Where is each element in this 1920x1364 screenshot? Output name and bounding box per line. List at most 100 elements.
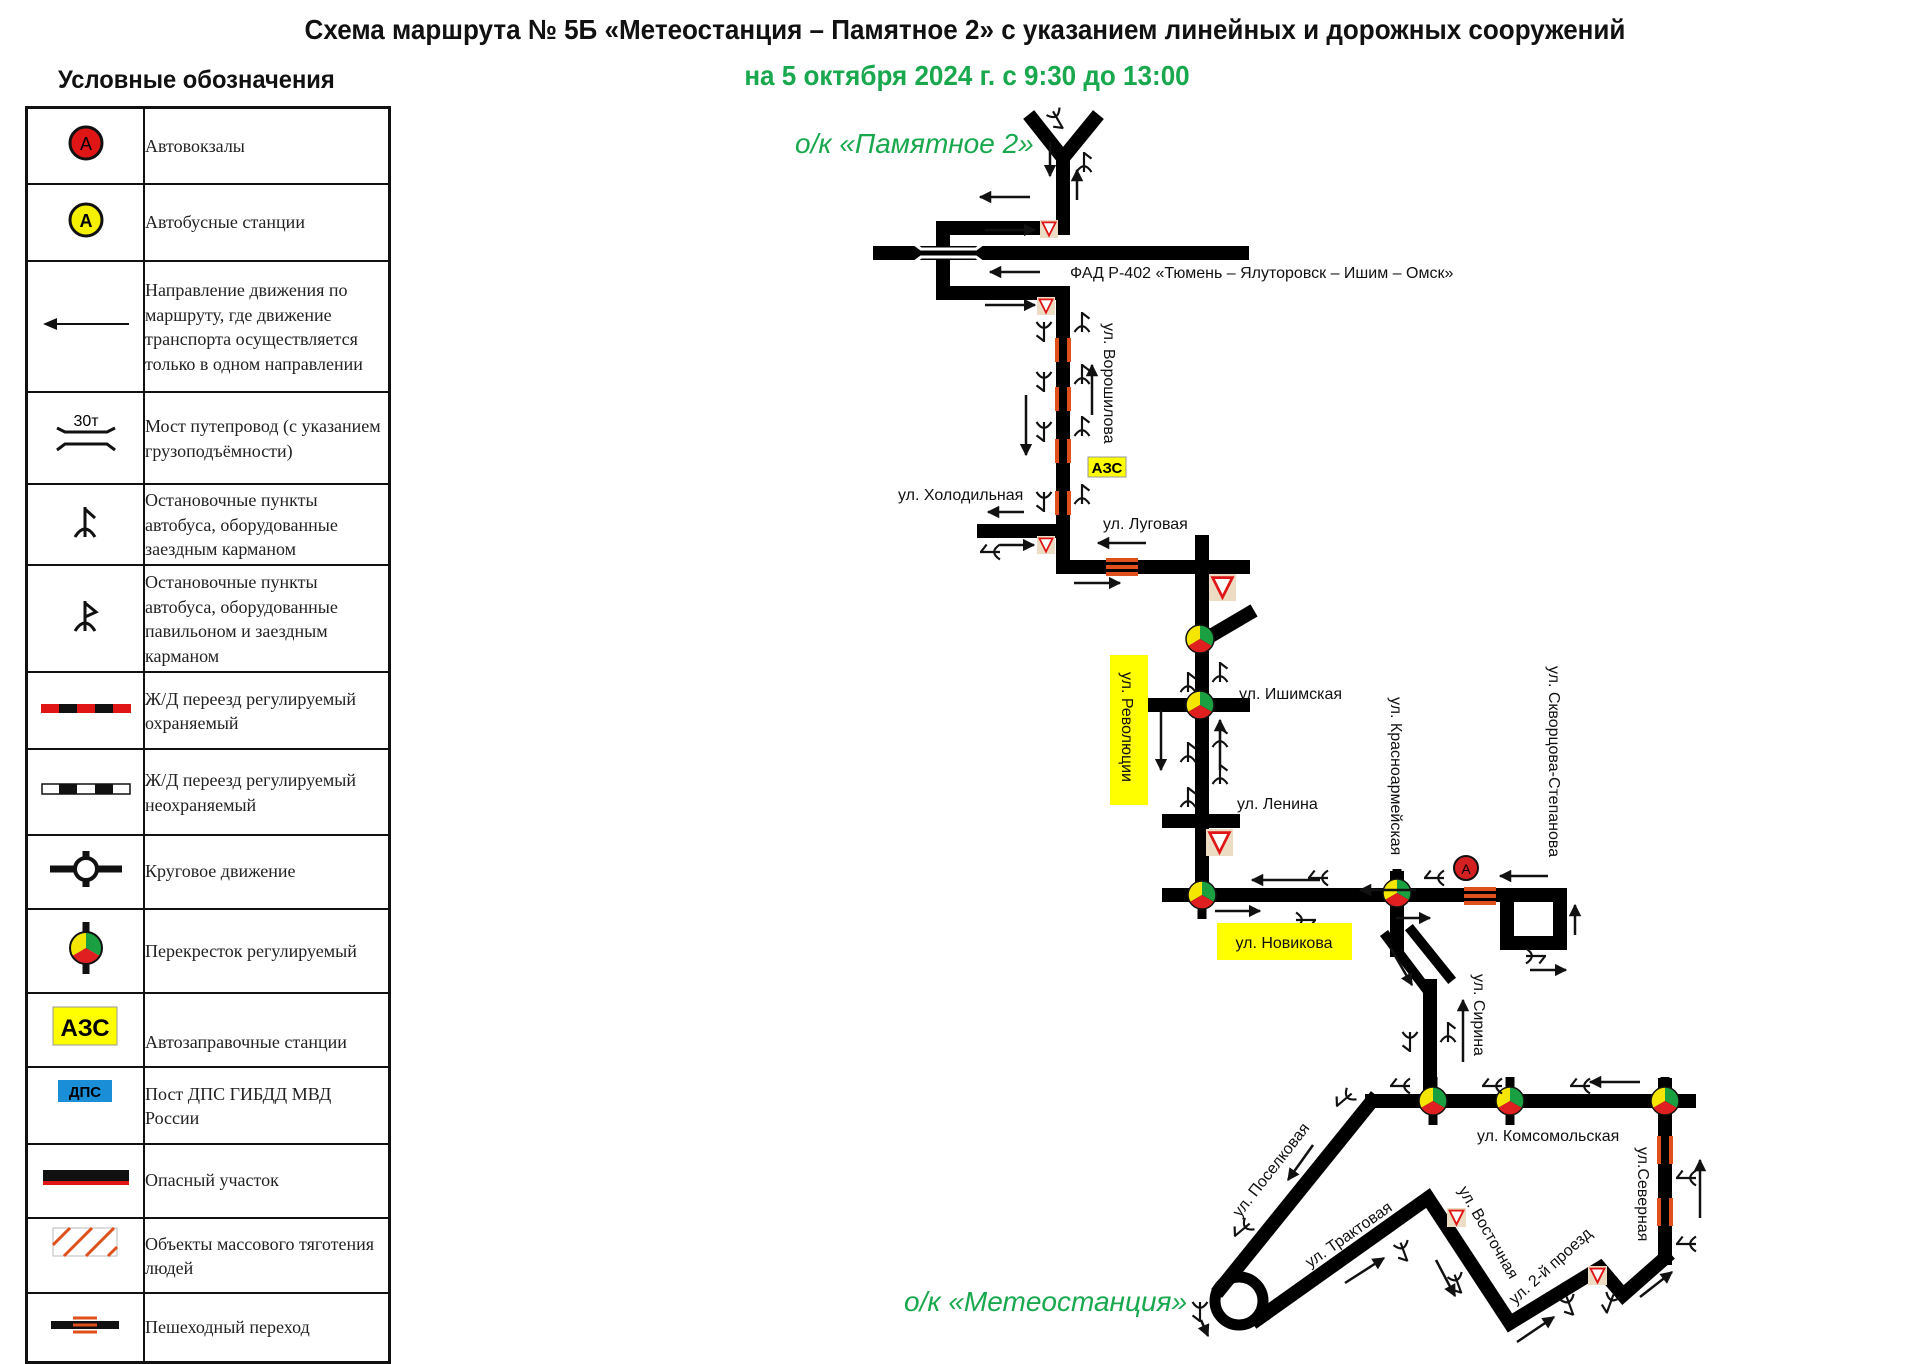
legend-label: Автобусные станции <box>143 182 391 262</box>
street-label: ул. Революции <box>1118 672 1135 782</box>
svg-text:30т: 30т <box>73 413 99 430</box>
street-label: ул. Красноармейская <box>1387 697 1404 855</box>
direction-arrow-icon <box>1434 1259 1457 1298</box>
pedestrian-crossing-icon <box>1055 491 1071 515</box>
legend-row: Объекты массового тяготения людей <box>25 1216 391 1294</box>
pedestrian-crossing-icon <box>1055 387 1071 411</box>
bus-stop-pocket-icon <box>73 506 96 538</box>
traffic-light-icon <box>1187 871 1217 919</box>
road-segment <box>1500 888 1567 950</box>
roundabout <box>1209 1271 1269 1331</box>
pedestrian-crossing-icon <box>50 1316 119 1334</box>
yield-sign-icon <box>1206 829 1233 856</box>
legend-row: Направление движения по маршруту, где дв… <box>25 259 391 393</box>
traffic-light-icon <box>1185 681 1215 729</box>
legend-title: Условные обозначения <box>58 66 335 94</box>
pedestrian-crossing-icon <box>1055 338 1071 362</box>
bus-stop-icon <box>1191 1300 1209 1324</box>
bridge-icon: 30т <box>55 413 116 452</box>
legend-row: 30т Мост путепровод (с указанием грузопо… <box>25 390 391 485</box>
legend-label: Автовокзалы <box>143 106 391 185</box>
gas-station-icon: АЗС <box>52 1006 117 1046</box>
crowd-object-icon <box>51 1226 118 1257</box>
bus-terminal-marker: А <box>1453 855 1479 881</box>
legend-row: Пешеходный переход <box>25 1291 391 1364</box>
yield-sign-icon <box>1037 536 1055 554</box>
dangerous-section-icon <box>42 1170 129 1185</box>
bus-stop-icon <box>1179 740 1197 764</box>
bus-stop-icon <box>1306 869 1330 887</box>
bus-stop-icon <box>1480 1077 1504 1095</box>
yield-sign-icon <box>1588 1266 1607 1285</box>
page-subtitle: на 5 октября 2024 г. с 9:30 до 13:00 <box>744 60 1190 91</box>
bus-stop-icon <box>1392 1238 1416 1266</box>
street-label: ул. Комсомольская <box>1477 1128 1619 1145</box>
bus-stop-icon <box>1045 106 1071 134</box>
traffic-light-icon <box>1650 1077 1680 1125</box>
street-label: ул. Поселковая <box>1230 1120 1314 1220</box>
legend-row: Остановочные пункты автобуса, оборудован… <box>25 563 391 673</box>
legend-label: Ж/Д переезд регулируемый неохраняемый <box>145 770 356 815</box>
traffic-light-icon <box>1418 1077 1448 1125</box>
bus-stop-icon <box>1401 1030 1419 1054</box>
direction-arrow-icon <box>1344 1256 1386 1285</box>
street-label: ул. Новикова <box>1235 935 1332 952</box>
yield-sign-icon <box>1037 297 1055 315</box>
bus-stop-icon <box>1035 370 1053 394</box>
bus-stop-icon <box>1035 490 1053 514</box>
terminal-start-label: о/к «Памятное 2» <box>795 128 1034 159</box>
yield-sign-icon <box>1209 574 1236 601</box>
bus-stop-icon <box>1568 1077 1592 1095</box>
bridge-icon <box>912 241 985 265</box>
bus-stop-icon <box>1179 785 1197 809</box>
police-post-icon: ДПС <box>57 1079 112 1102</box>
direction-arrow-icon <box>42 317 129 330</box>
svg-text:А: А <box>1461 861 1471 877</box>
legend-label: Ж/Д переезд регулируемый охраняемый <box>145 688 356 734</box>
pedestrian-crossings <box>1055 338 1673 1226</box>
bus-stop-icon <box>1330 1086 1358 1114</box>
street-label: ул. Скворцова-Степанова <box>1545 666 1562 857</box>
traffic-light-icon <box>1185 615 1215 663</box>
pedestrian-crossing-icon <box>1657 1136 1673 1164</box>
bus-stop-icon <box>1422 869 1446 887</box>
legend-label: Опасный участок <box>143 1142 391 1219</box>
street-label: ул. Холодильная <box>898 487 1023 504</box>
road-segment <box>1211 1091 1675 1333</box>
bus-stop-icon <box>1073 362 1091 386</box>
pedestrian-crossing-icon <box>1055 439 1071 463</box>
street-label: ул. Ворошилова <box>1100 323 1117 444</box>
bus-stop-icon <box>1035 420 1053 444</box>
bus-stop-icon <box>1674 1169 1698 1187</box>
street-label: ул. Луговая <box>1103 516 1188 533</box>
legend-row: Ж/Д переезд регулируемый охраняемый <box>25 670 391 750</box>
direction-arrow-icon <box>1639 1271 1673 1298</box>
legend-row: Перекресток регулируемый <box>25 907 391 994</box>
road-segment <box>1379 923 1457 994</box>
traffic-light-icon <box>1495 1077 1525 1125</box>
direction-arrow-icon <box>1197 1319 1210 1338</box>
gas-station-marker: АЗС <box>1087 456 1127 478</box>
traffic-light-intersection-icon <box>68 922 103 974</box>
page-title: Схема маршрута № 5Б «Метеостанция – Памя… <box>304 14 1626 45</box>
direction-arrow-icon <box>1388 946 1414 987</box>
legend-label: Мост путепровод (с указанием грузоподъём… <box>145 416 381 461</box>
bus-stop-icon <box>1073 414 1091 438</box>
legend-row: А Автовокзалы <box>25 106 391 185</box>
gas-station-label: АЗС <box>1092 460 1123 477</box>
pedestrian-crossing-icon <box>1657 1198 1673 1226</box>
bus-stop-icon <box>1446 1270 1470 1298</box>
direction-arrow-icon <box>1516 1315 1556 1344</box>
yield-sign-icon <box>1040 220 1058 238</box>
bus-stop-icon <box>978 543 1002 561</box>
pedestrian-crossing-icon <box>1106 558 1138 576</box>
bus-station-icon: А <box>68 202 103 237</box>
bus-stop-icon <box>1073 310 1091 334</box>
bus-stop-icon <box>1388 1077 1412 1095</box>
bus-stop-icon <box>1228 1216 1256 1244</box>
roundabout-icon <box>49 851 122 887</box>
railway-crossing-unguarded-icon <box>40 783 131 795</box>
svg-text:А: А <box>79 211 92 231</box>
legend-row: ДПС Пост ДПС ГИБДД МВД России <box>25 1065 391 1145</box>
